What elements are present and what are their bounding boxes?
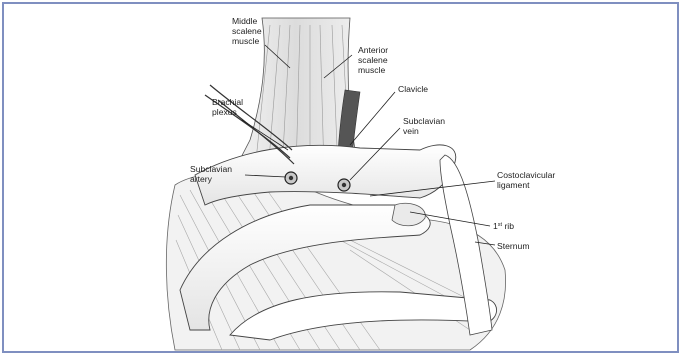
label-subclavian-vein: Subclavian vein [403, 116, 447, 136]
costoclavicular-ligament-drawing [392, 203, 425, 226]
label-costoclavicular-ligament: Costoclavicular ligament [497, 170, 558, 190]
label-brachial-plexus: Brachial plexus [212, 97, 245, 117]
label-first-rib: 1st rib [493, 221, 514, 231]
label-clavicle: Clavicle [398, 84, 428, 94]
label-middle-scalene: Middle scalene muscle [232, 16, 264, 46]
label-sternum: Sternum [497, 241, 529, 251]
label-anterior-scalene: Anterior scalene muscle [358, 45, 390, 75]
